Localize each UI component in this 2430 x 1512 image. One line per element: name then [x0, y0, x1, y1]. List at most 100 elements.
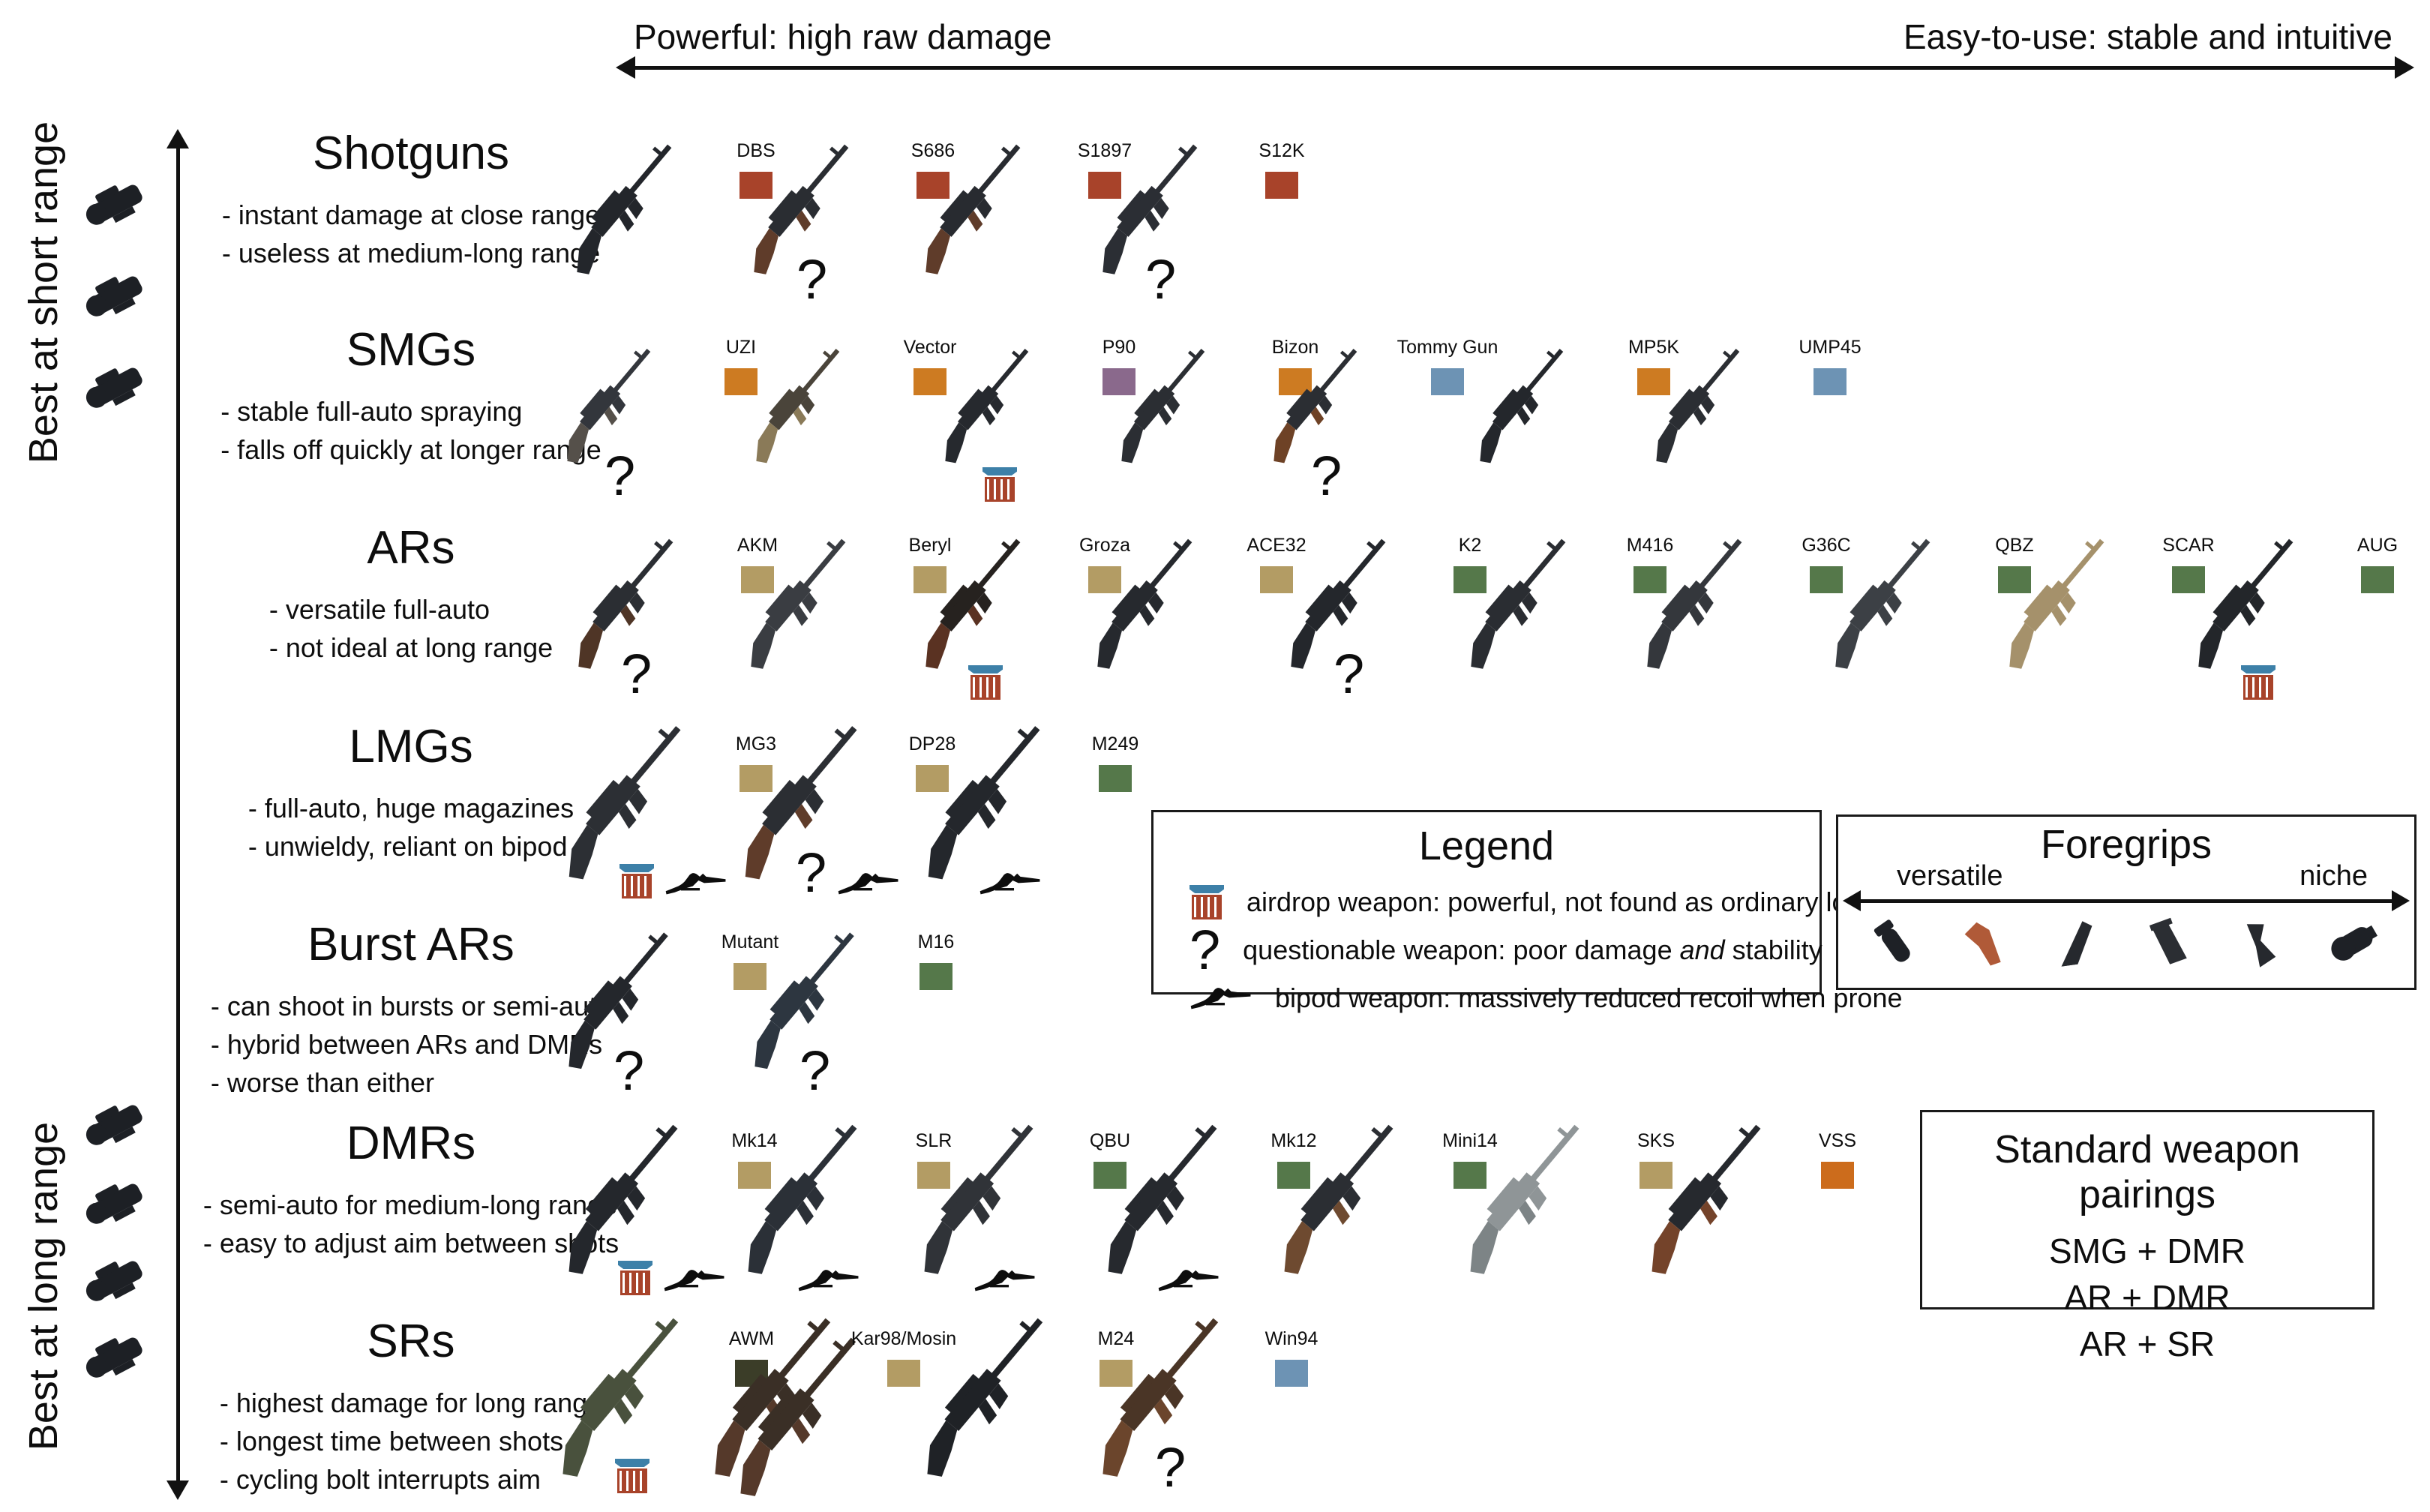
weapon-name-label: DP28 [908, 734, 956, 754]
tier-chip [740, 172, 772, 199]
tier-chip [738, 1162, 771, 1189]
weapon-image-icon [1431, 1100, 1610, 1298]
weapon-name-label: MG3 [735, 734, 777, 754]
foregrips-versatile-label: versatile [1897, 860, 2003, 892]
tier-chip [2361, 566, 2394, 593]
foregrips-axis-arrow [1843, 890, 2410, 911]
weapon-name-label: Tommy Gun [1396, 337, 1498, 358]
legend-rows: airdrop weapon: powerful, not found as o… [1190, 881, 1903, 1019]
weapon-image-icon [1244, 330, 1382, 481]
legend-title: Legend [1418, 824, 1555, 868]
weapon-name-label: AUG [2356, 535, 2398, 556]
weapon-marks: ? [621, 640, 652, 701]
bipod-prone-icon [837, 868, 900, 898]
weapon-image-icon [1612, 1100, 1792, 1298]
airdrop-roof [968, 665, 1003, 674]
airdrop-body [2243, 675, 2273, 700]
tier-chip [1810, 566, 1843, 593]
tier-chip [2172, 566, 2205, 593]
airdrop-roof [982, 467, 1017, 476]
pairing-line: AR + DMR [2064, 1278, 2230, 1318]
legend-row: ?questionable weapon: poor damage and st… [1190, 922, 1822, 977]
weapon-name-label: Mk14 [731, 1130, 778, 1151]
question-mark-icon: ? [1190, 918, 1221, 981]
weapon-image-icon [1092, 330, 1229, 481]
category-title-shotguns: Shotguns [313, 128, 509, 179]
airdrop-body [617, 1468, 647, 1493]
category-notes-srs: - highest damage for long range- longest… [220, 1384, 602, 1498]
question-mark-icon: ? [604, 444, 636, 507]
question-mark-icon: ? [800, 1039, 831, 1102]
category-note-line: - instant damage at close range [221, 200, 601, 230]
tier-chip [1634, 566, 1666, 593]
holographic-sight-icon [77, 176, 155, 233]
weapon-image-icon [533, 910, 697, 1090]
foregrips-title: Foregrips [2040, 822, 2212, 867]
weapon-name-label: G36C [1802, 535, 1851, 556]
bipod-prone-icon [797, 1265, 860, 1295]
airdrop-roof [2241, 665, 2276, 674]
question-mark-icon: ? [1311, 444, 1342, 507]
weapon-marks [968, 640, 1003, 700]
tier-chip [914, 566, 946, 593]
weapon-image-icon [529, 701, 712, 904]
category-note-line: - semi-auto for medium-long range [202, 1190, 618, 1220]
tier-chip [1099, 765, 1132, 792]
weapon-image-icon [1802, 518, 1958, 690]
tier-chip [917, 1162, 950, 1189]
weapon-name-label: P90 [1102, 337, 1136, 358]
weapon-marks: ? [800, 1036, 831, 1102]
category-notes-dmrs: - semi-auto for medium-long range - easy … [203, 1186, 619, 1262]
category-note-line: - highest damage for long range [219, 1388, 603, 1418]
weapon-name-label: AKM [736, 535, 778, 556]
legend-icon-cell [1190, 983, 1252, 1013]
category-note-line: - cycling bolt interrupts aim [219, 1464, 541, 1496]
pairing-line: AR + SR [2079, 1324, 2216, 1364]
weapon-image-icon [1069, 1100, 1248, 1298]
weapon-image-icon [1450, 330, 1588, 481]
angled-foregrip-icon [2045, 911, 2114, 984]
tier-chip [1265, 172, 1298, 199]
horizontal-axis-arrow [616, 56, 2414, 79]
category-note-line: - versatile full-auto [268, 594, 490, 625]
tier-chip [1088, 566, 1121, 593]
bipod-prone-icon [663, 1265, 726, 1295]
question-mark-icon: ? [614, 1039, 645, 1102]
category-note-line: - easy to adjust aim between shots [202, 1228, 620, 1259]
category-title-dmrs: DMRs [346, 1118, 476, 1169]
weapon-image-icon [1064, 518, 1220, 690]
weapon-marks: ? [1145, 245, 1176, 307]
weapon-name-label: M416 [1626, 535, 1674, 556]
weapon-image-icon [1976, 518, 2132, 690]
foregrips-box: Foregrips versatile niche [1836, 814, 2416, 990]
category-title-ars: ARs [367, 522, 455, 574]
category-title-smgs: SMGs [346, 324, 476, 376]
weapon-name-label: S686 [910, 140, 956, 161]
weapon-image-icon [1613, 518, 1769, 690]
15x-scope-icon [77, 1329, 155, 1386]
weapon-marks [620, 838, 728, 898]
tier-chip [1814, 368, 1846, 395]
2x-scope-icon [77, 359, 155, 416]
weapon-marks: ? [1311, 442, 1342, 507]
8x-scope-icon [77, 1252, 155, 1310]
weapon-image-icon [544, 518, 700, 690]
weapon-image-icon [1061, 1292, 1252, 1502]
category-note-line: - falls off quickly at longer range [220, 434, 602, 466]
weapon-marks: ? [796, 245, 828, 310]
category-notes-shotguns: - instant damage at close range- useless… [222, 196, 600, 272]
airdrop-crate-icon [968, 665, 1003, 700]
airdrop-crate-icon [615, 1459, 650, 1493]
weapon-name-label: QBU [1089, 1130, 1131, 1151]
legend-row: airdrop weapon: powerful, not found as o… [1190, 881, 1870, 923]
vertical-foregrip-icon [1861, 911, 1930, 984]
question-mark-icon: ? [796, 248, 828, 310]
weapon-image-icon [727, 330, 864, 481]
airdrop-body [985, 477, 1015, 502]
weapon-image-icon [1069, 124, 1225, 296]
tier-chip [1821, 1162, 1854, 1189]
weapon-marks [615, 1433, 650, 1493]
weapon-marks: ? [604, 442, 636, 507]
